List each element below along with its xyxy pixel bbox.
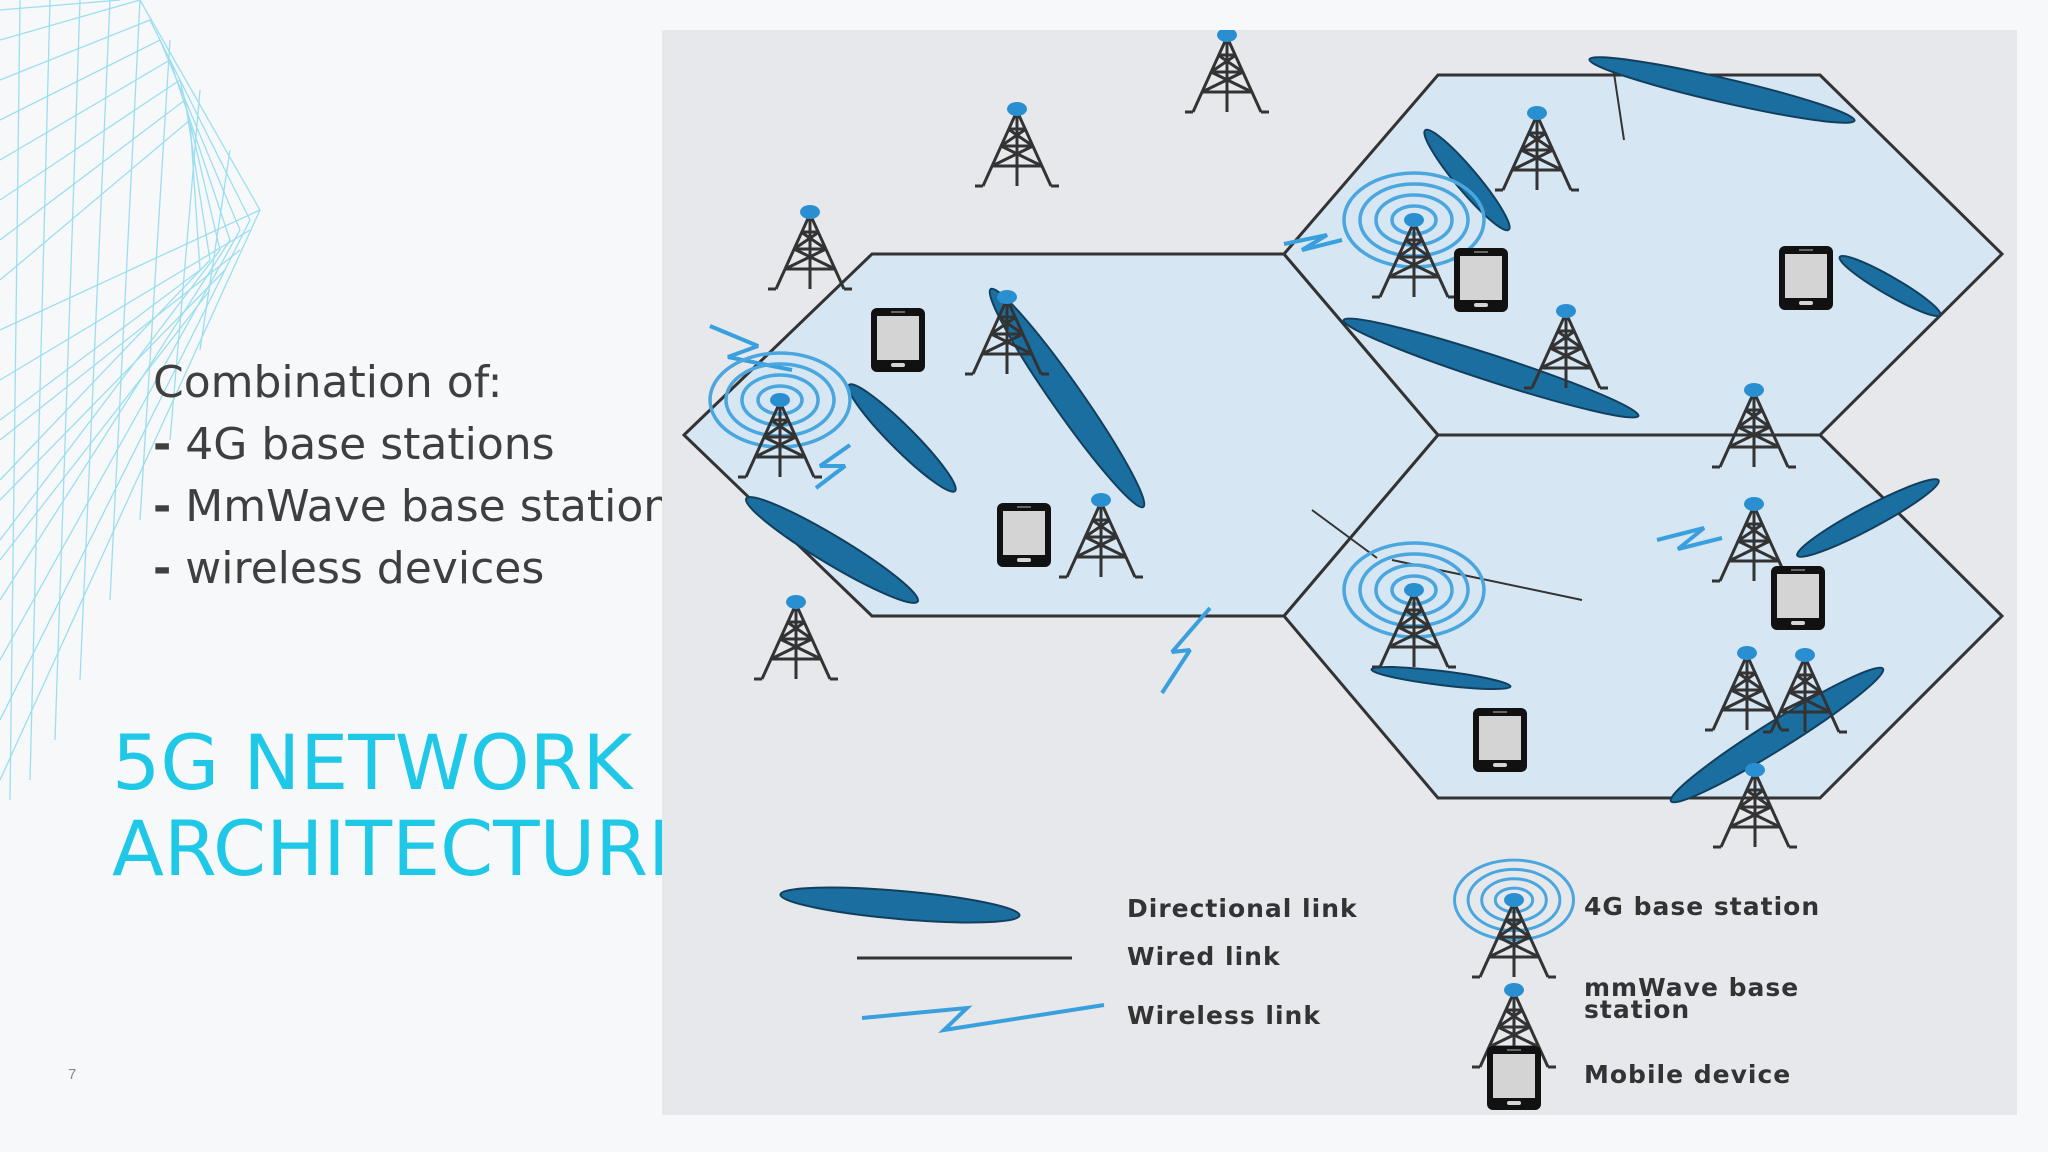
wireless-links [709,233,1723,695]
legend-phone-icon [1487,1046,1541,1110]
wireframe-decoration [0,0,261,801]
intro-item-label: MmWave base stations [185,481,695,532]
legend-directional-swatch [779,886,1021,924]
legend-directional-label: Directional link [1127,894,1358,923]
legend-wired-label: Wired link [1127,942,1281,971]
intro-item-4g: - 4G base stations [153,414,694,476]
intro-item-mmwave: - MmWave base stations [153,476,694,538]
legend-wireless-swatch [861,1003,1105,1033]
legend-mmwave-label-2: station [1584,995,1690,1024]
intro-list: Combination of: - 4G base stations - MmW… [153,352,694,600]
slide-title: 5G NETWORK ARCHITECTURE [112,720,696,892]
intro-item-devices: - wireless devices [153,538,694,600]
intro-item-label: 4G base stations [185,419,555,470]
legend-wireless-label: Wireless link [1127,1001,1321,1030]
title-line-1: 5G NETWORK [112,718,633,807]
network-diagram: Directional link Wired link Wireless lin… [662,30,2017,1115]
title-line-2: ARCHITECTURE [112,804,697,893]
bullet-dash: - [153,481,172,532]
intro-heading: Combination of: [153,357,503,408]
intro-item-label: wireless devices [185,543,545,594]
legend-4g-label: 4G base station [1584,892,1820,921]
bullet-dash: - [153,543,172,594]
legend-mobile-label: Mobile device [1584,1060,1791,1089]
legend-mmwave-label-1: mmWave base [1584,973,1799,1002]
slide-number: 7 [68,1066,77,1083]
bullet-dash: - [153,419,172,470]
legend: Directional link Wired link Wireless lin… [779,858,1820,1110]
